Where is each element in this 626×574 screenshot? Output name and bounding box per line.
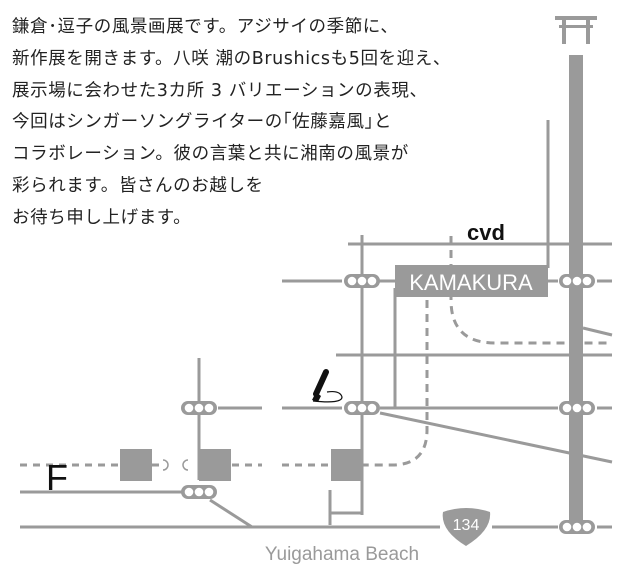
road-diagonal-east xyxy=(582,326,613,337)
traffic-light-icon xyxy=(344,401,380,415)
route-number: 134 xyxy=(453,517,480,534)
torii-gate-icon xyxy=(555,16,597,44)
kamakura-label: KAMAKURA xyxy=(409,270,533,295)
intro-line-6: 彩られます。皆さんのお越しを xyxy=(12,175,264,196)
dashed-path-east xyxy=(449,236,612,345)
station-block-2 xyxy=(199,449,231,481)
traffic-light-icon xyxy=(559,520,595,534)
traffic-light-icon xyxy=(181,401,217,415)
kamakura-station: KAMAKURA xyxy=(395,265,548,297)
intro-line-4: 今回はシンガーソングライターの｢佐藤嘉風｣と xyxy=(12,112,392,133)
intro-line-5: コラボレーション。彼の言葉と共に湘南の風景が xyxy=(12,144,409,165)
traffic-light-icon xyxy=(181,485,217,499)
cvd-label: cvd xyxy=(467,220,505,245)
traffic-light-icon xyxy=(559,401,595,415)
traffic-light-icon xyxy=(344,274,380,288)
route-shield-icon: 134 xyxy=(442,508,491,546)
intro-line-3: 展示場に会わせた3カ所 3 バリエーションの表現、 xyxy=(12,80,428,101)
station-block-1 xyxy=(120,449,152,481)
intro-line-2: 新作展を開きます。八咲 潮のBrushicsも5回を迎え、 xyxy=(12,48,451,69)
intro-line-1: 鎌倉･逗子の風景画展です。アジサイの季節に、 xyxy=(12,17,399,37)
brush-icon xyxy=(312,369,343,403)
traffic-light-icon xyxy=(559,274,595,288)
road-diagonal xyxy=(379,411,613,464)
dashed-path-south xyxy=(362,300,429,467)
tunnel-arc-west xyxy=(182,459,189,471)
intro-text: 鎌倉･逗子の風景画展です。アジサイの季節に、 新作展を開きます。八咲 潮のBru… xyxy=(12,12,572,235)
kamakura-station-box xyxy=(395,265,548,297)
intro-line-7: お待ち申し上げます。 xyxy=(12,207,192,228)
station-block-3 xyxy=(331,449,363,481)
beach-label: Yuigahama Beach xyxy=(265,544,419,565)
f-marker: F xyxy=(46,457,68,498)
road-diagonal-lower xyxy=(209,498,253,529)
tunnel-arc-east xyxy=(162,459,169,471)
